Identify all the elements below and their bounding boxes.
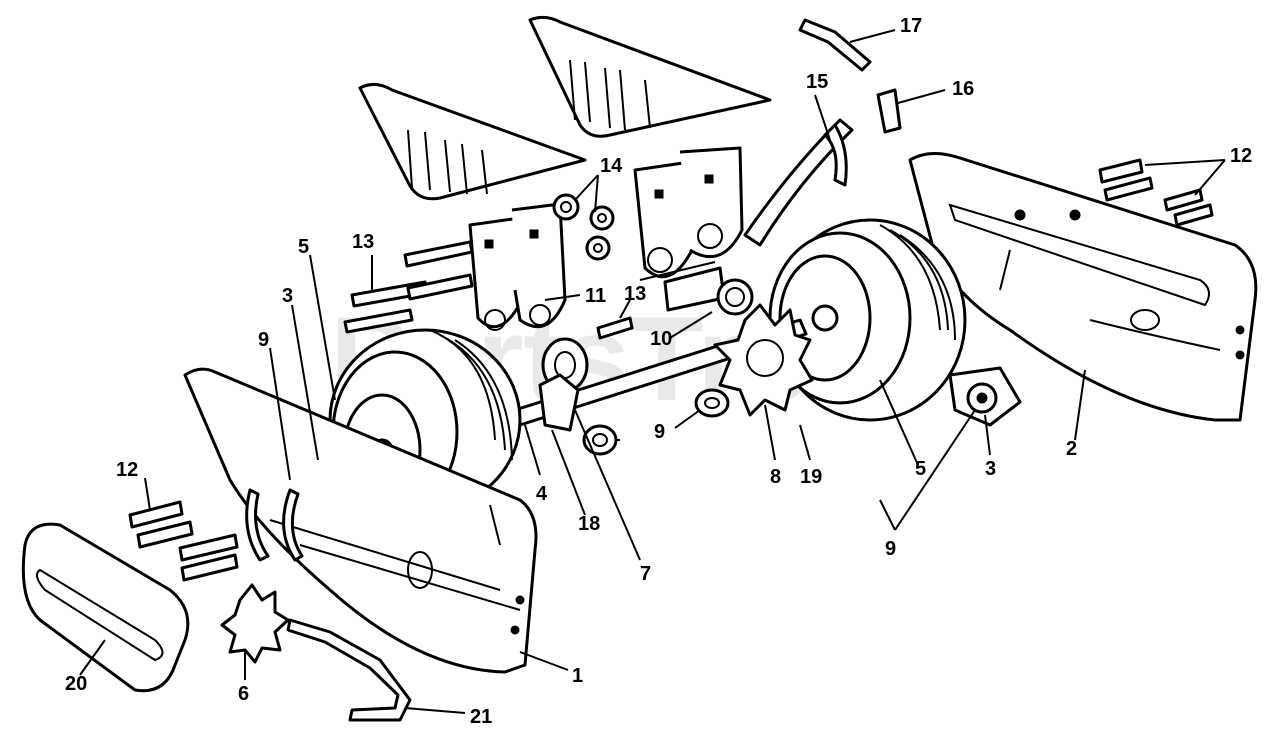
callout-2: 2 [1066,438,1077,460]
callout-14: 14 [600,155,623,177]
callout-9-left: 9 [258,329,269,351]
spacer-ring-2 [245,488,270,562]
side-plate-right [908,152,1258,422]
callout-1: 1 [572,665,583,687]
callout-5-left: 5 [298,236,309,258]
callout-12-right: 12 [1230,145,1252,167]
callout-labels: 17 16 15 14 12 13 5 3 9 11 13 10 9 4 18 … [65,15,1252,728]
tine-drum-right [768,218,967,422]
hex-nuts [552,193,615,261]
leader-lines [79,29,1226,714]
callout-9-right: 9 [885,538,896,560]
callout-18: 18 [578,513,600,535]
bearing-flange-right [948,366,1022,427]
callout-16: 16 [952,78,974,100]
callout-20: 20 [65,673,87,695]
spacer-ring [282,488,304,562]
bracket-plate [663,266,754,316]
callout-7: 7 [640,563,651,585]
callout-17: 17 [900,15,922,37]
callout-21: 21 [470,706,492,728]
connector-link-16 [876,88,902,134]
callout-13-right: 13 [624,283,646,305]
callout-6: 6 [238,683,249,705]
callout-9-mid: 9 [654,421,665,443]
callout-4: 4 [536,483,548,505]
callout-11: 11 [585,285,606,307]
callout-10: 10 [650,328,672,350]
tine-bracket-left [468,202,567,331]
bolts-left-cover [128,500,239,582]
sprocket-small [220,583,290,664]
callout-3-right: 3 [985,458,996,480]
small-sprocket [538,337,589,432]
chain-upper [743,118,854,247]
sprocket-large [713,303,814,417]
bolts-left [343,240,634,340]
side-plate-left [183,367,538,674]
chain-lower [286,618,412,722]
callout-19: 19 [800,466,822,488]
tine-bracket-right [633,146,744,279]
callout-12-left: 12 [116,459,138,481]
tine-blade-front [358,83,587,201]
callout-13-left: 13 [352,231,374,253]
chain-cover [21,522,190,693]
bolts-right [1098,158,1214,227]
tine-blade-rear [528,15,772,138]
callout-3-left: 3 [282,285,293,307]
callout-15: 15 [806,71,828,93]
chain-link-17 [798,18,872,72]
callout-8: 8 [770,466,781,488]
callout-5-right: 5 [915,458,926,480]
